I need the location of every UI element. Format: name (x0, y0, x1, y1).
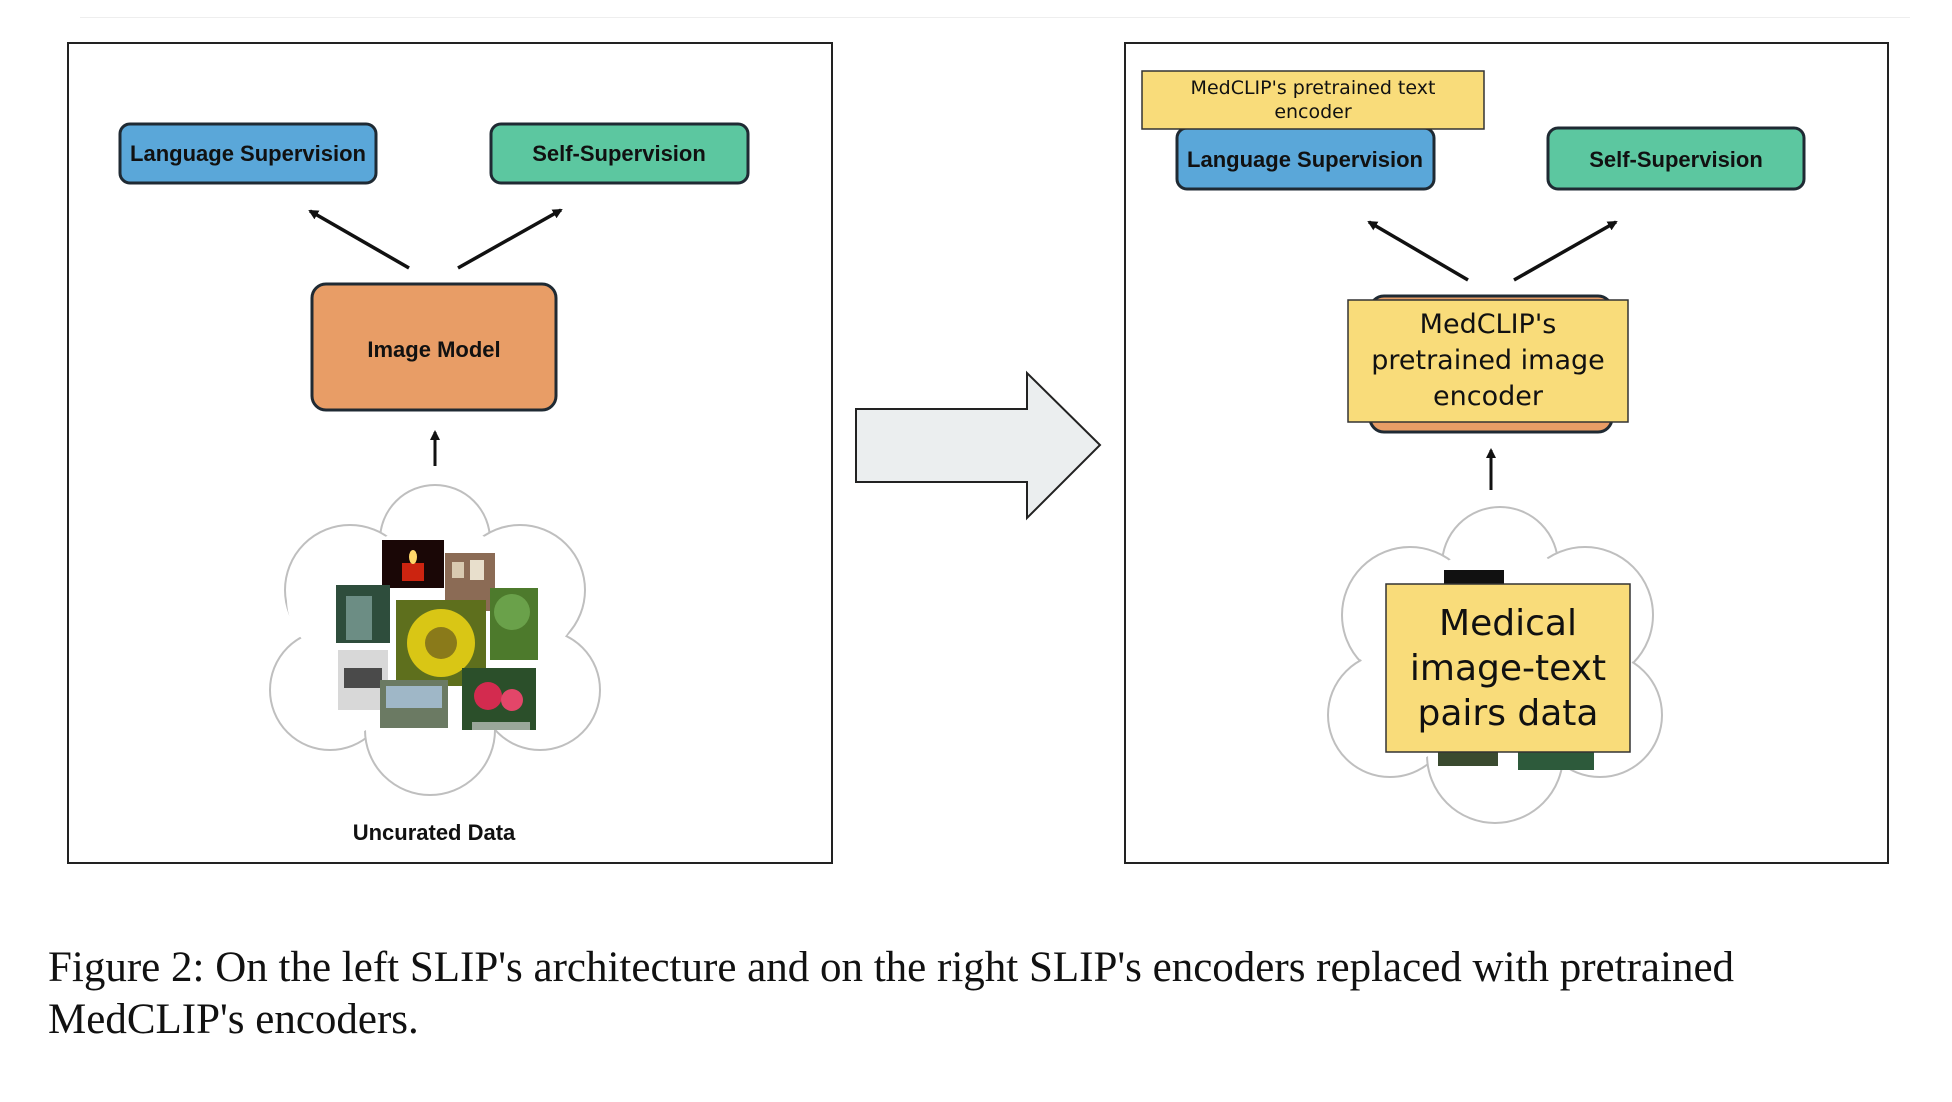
text-encoder-note-content: MedCLIP's pretrained text encoder (1190, 77, 1436, 123)
image-encoder-note (1347, 299, 1629, 423)
left-self-supervision-box (489, 122, 750, 185)
text-encoder-label: MedCLIP's pretrained text encoder (1190, 77, 1436, 123)
medical-data-note (1385, 583, 1631, 753)
right-language-supervision-label: Language Supervision (1187, 147, 1423, 172)
top-rule (80, 17, 1910, 18)
left-language-supervision-box (118, 122, 378, 185)
image-model-box (310, 282, 558, 412)
diagram: Language Supervision Self-Supervision Im… (67, 42, 1889, 864)
right-arrow-to-language (1367, 220, 1469, 282)
image-encoder-label: MedCLIP's pretrained image encoder (1371, 309, 1605, 412)
uncurated-data-label: Uncurated Data (353, 820, 516, 845)
image-model-label: Image Model (367, 337, 500, 362)
figure-caption: Figure 2: On the left SLIP's architectur… (48, 944, 1735, 1043)
left-arrow-to-language (308, 209, 410, 270)
transition-arrow (855, 370, 1102, 521)
right-self-supervision-box (1546, 126, 1806, 191)
left-arrow-to-self (457, 208, 563, 270)
uncurated-photo-collage (336, 540, 538, 730)
medical-data-label: Medical image-text pairs data (1409, 602, 1607, 734)
right-self-supervision-label: Self-Supervision (1589, 147, 1763, 172)
left-self-supervision-label: Self-Supervision (532, 141, 706, 166)
image-encoder-note-content: MedCLIP's pretrained image encoder (1371, 309, 1605, 412)
text-encoder-note (1141, 70, 1485, 130)
right-panel: Language Supervision MedCLIP's pretraine… (1124, 42, 1889, 864)
left-panel: Language Supervision Self-Supervision Im… (67, 42, 833, 864)
right-arrow-to-self (1513, 220, 1618, 282)
left-language-supervision-label: Language Supervision (130, 141, 366, 166)
medical-data-note-content: Medical image-text pairs data (1409, 602, 1607, 734)
